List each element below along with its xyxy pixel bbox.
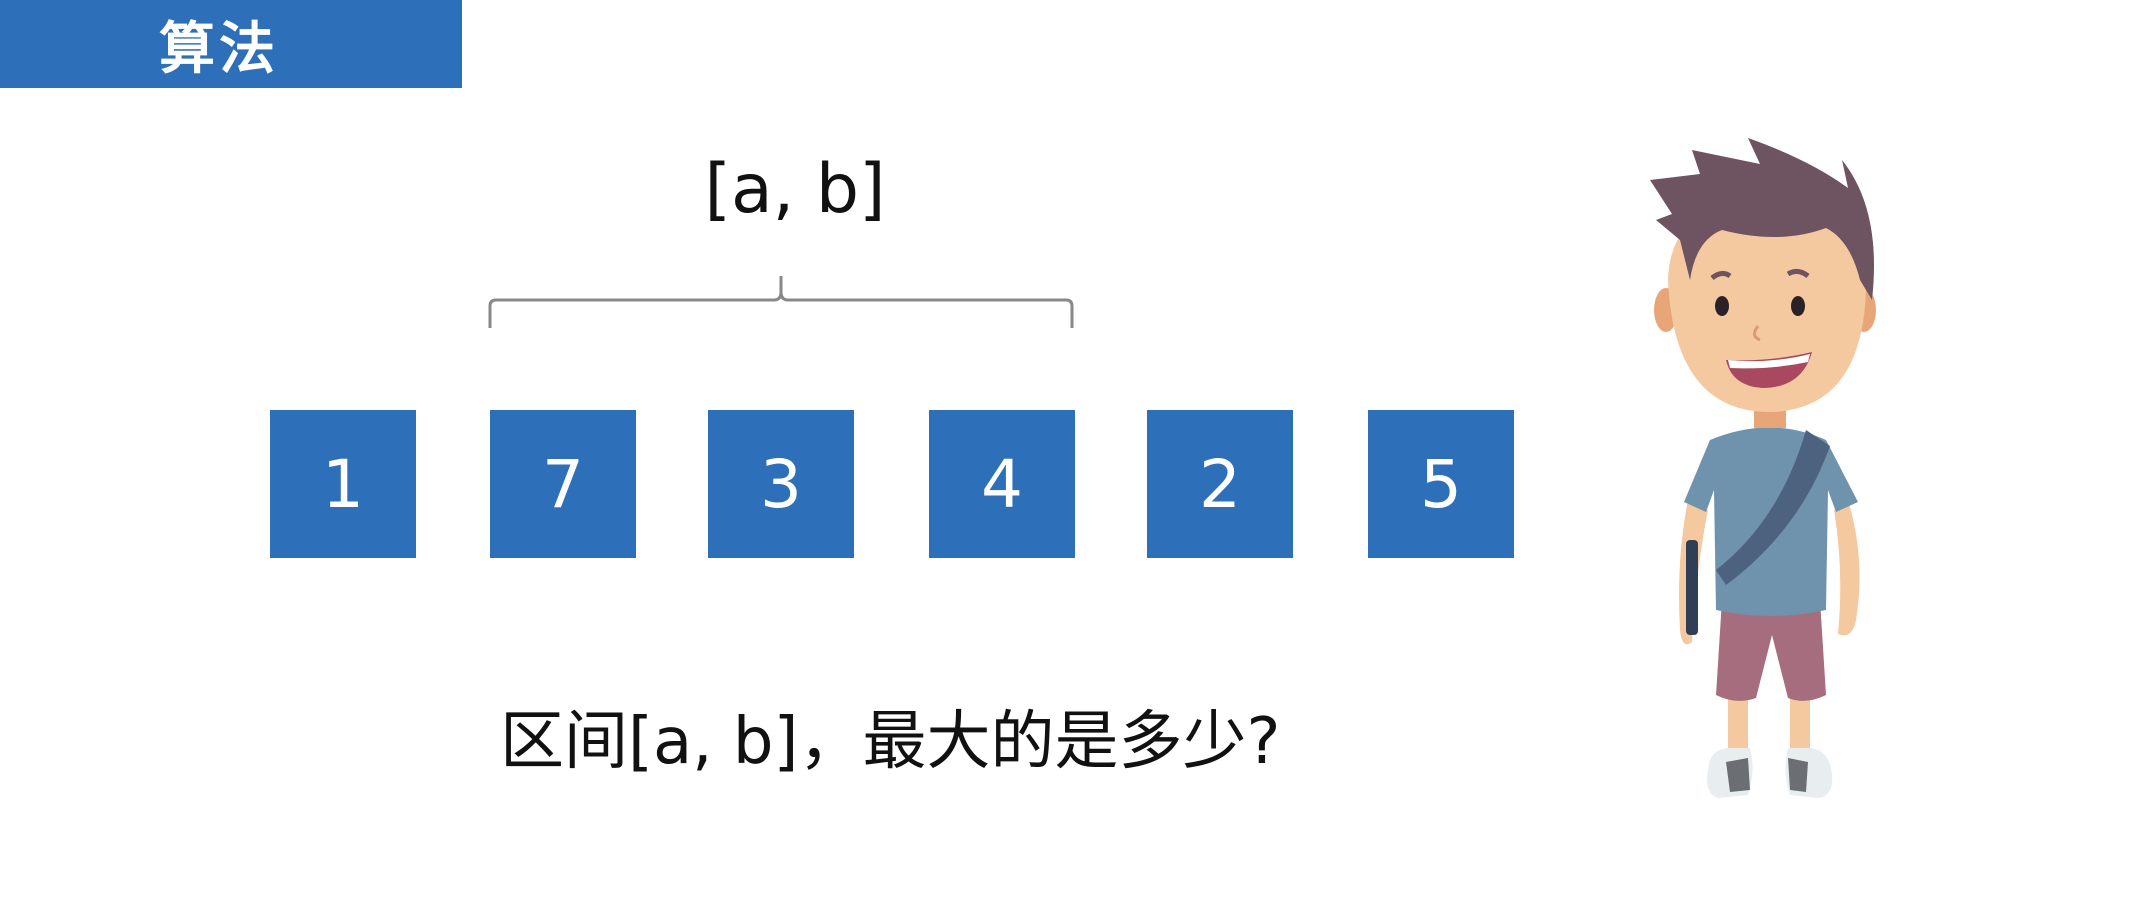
question-text: 区间[a, b]，最大的是多少? — [500, 705, 1281, 779]
array-cell-5: 5 — [1368, 410, 1514, 558]
array-cell-0: 1 — [270, 410, 416, 558]
array-cell-4: 2 — [1147, 410, 1293, 558]
interval-label: [a, b] — [704, 150, 886, 229]
array-cell-3: 4 — [929, 410, 1075, 558]
title-bar: 算法 — [0, 0, 462, 88]
array-cell-2: 3 — [708, 410, 854, 558]
array-cell-1: 7 — [490, 410, 636, 558]
cartoon-boy-icon — [1650, 138, 1876, 798]
interval-brace-icon — [488, 276, 1074, 328]
page-title: 算法 — [159, 16, 279, 82]
